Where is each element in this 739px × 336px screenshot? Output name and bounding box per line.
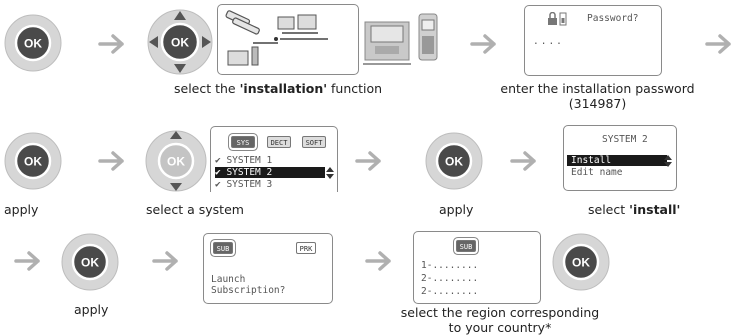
mode-tab-sys[interactable]: SYS xyxy=(231,136,255,148)
password-entry[interactable]: .... xyxy=(533,36,564,47)
ok-label: OK xyxy=(171,36,189,50)
ok-button-r3-1[interactable]: OK xyxy=(60,232,120,292)
mode-tab-dect[interactable]: DECT xyxy=(267,136,291,148)
mode-tab-sub[interactable]: SUB xyxy=(213,242,233,254)
ok-button-r1-1[interactable]: OK xyxy=(3,13,63,73)
system2-title: SYSTEM 2 xyxy=(602,134,648,145)
mode-tab-sub[interactable]: SUB xyxy=(456,240,476,252)
password-title: Password? xyxy=(587,13,639,24)
caption-select-system: select a system xyxy=(146,202,244,217)
ok-label: OK xyxy=(24,155,42,169)
caption-password: enter the installation password(314987) xyxy=(500,81,695,111)
menu-item-edit-name[interactable]: Edit name xyxy=(571,167,623,178)
scroll-updown-icon xyxy=(664,155,672,167)
region-item-1[interactable]: 1-........ xyxy=(421,260,479,271)
installation-tools-icon xyxy=(225,10,328,66)
password-screen: Password? .... xyxy=(524,5,662,76)
arrow-icon xyxy=(98,151,124,171)
ok-button-r3-2[interactable]: OK xyxy=(551,232,611,292)
launch-line2: Subscription? xyxy=(211,285,286,296)
system2-screen: SYSTEM 2 Install Edit name xyxy=(563,125,677,191)
base-station-icon xyxy=(361,10,445,70)
arrow-icon xyxy=(152,251,178,271)
scroll-updown-icon xyxy=(326,167,334,179)
system-item-3[interactable]: ✔ SYSTEM 3 xyxy=(215,179,273,190)
region-screen: SUB 1-........ 2-........ 2-........ xyxy=(413,231,541,304)
up-down-navigator[interactable]: OK xyxy=(144,128,208,194)
caption-apply-2: apply xyxy=(439,202,474,217)
launch-subscription-screen: SUB PRK Launch Subscription? xyxy=(203,233,333,304)
ok-label: OK xyxy=(167,155,185,169)
ok-button-r2-1[interactable]: OK xyxy=(3,131,63,191)
arrow-icon xyxy=(510,151,536,171)
arrow-icon xyxy=(14,251,40,271)
menu-item-install[interactable]: Install xyxy=(567,155,667,166)
ok-label: OK xyxy=(572,256,590,270)
system-item-1[interactable]: ✔ SYSTEM 1 xyxy=(215,155,273,166)
ok-label: OK xyxy=(445,155,463,169)
region-item-2[interactable]: 2-........ xyxy=(421,273,479,284)
navigator-button[interactable]: OK xyxy=(146,8,214,76)
caption-select-install: select 'install' xyxy=(588,202,681,217)
ok-label: OK xyxy=(81,256,99,270)
launch-line1: Launch xyxy=(211,274,246,285)
system-list-screen: SYS DECT SOFT ✔ SYSTEM 1 ✔ SYSTEM 2 ✔ SY… xyxy=(210,126,338,192)
arrow-icon xyxy=(470,34,496,54)
arrow-icon xyxy=(705,34,731,54)
region-item-3[interactable]: 2-........ xyxy=(421,286,479,297)
installation-screen xyxy=(217,4,359,75)
caption-apply-3: apply xyxy=(74,302,109,317)
caption-installation: select the 'installation' function xyxy=(174,81,383,96)
lock-icon xyxy=(548,12,567,26)
ok-label: OK xyxy=(24,37,42,51)
caption-apply-1: apply xyxy=(4,202,39,217)
arrow-icon xyxy=(365,251,391,271)
arrow-icon xyxy=(98,34,124,54)
arrow-icon xyxy=(355,151,381,171)
ok-button-r2-2[interactable]: OK xyxy=(424,131,484,191)
mode-tab-prk[interactable]: PRK xyxy=(296,242,316,254)
mode-tab-soft[interactable]: SOFT xyxy=(302,136,326,148)
system-item-2[interactable]: ✔ SYSTEM 2 xyxy=(215,167,325,178)
